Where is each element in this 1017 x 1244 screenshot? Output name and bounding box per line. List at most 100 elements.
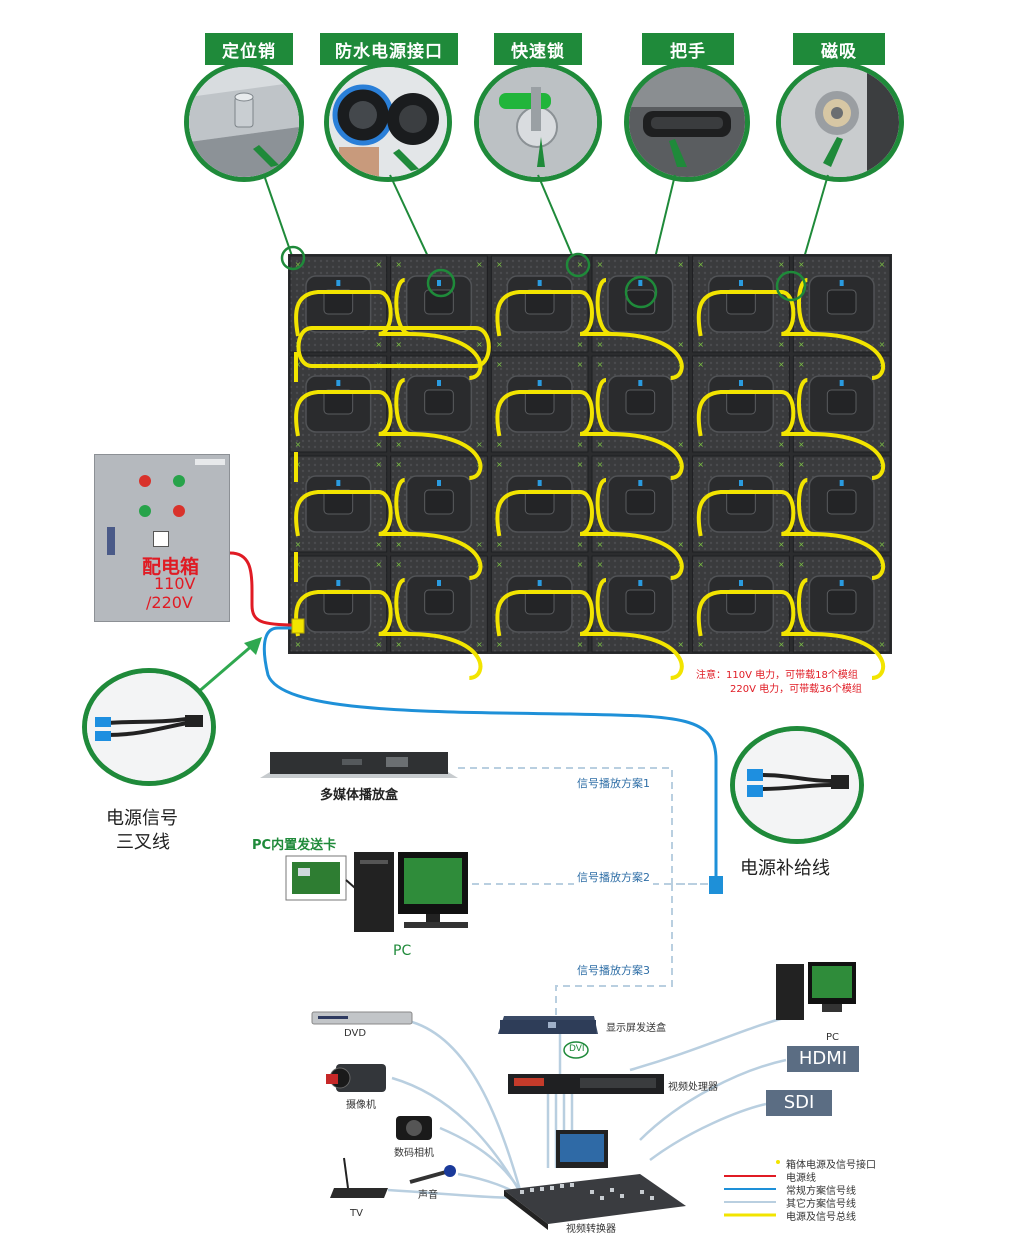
- waterproof-power-connector-icon: [324, 62, 452, 182]
- svg-text:×: ×: [597, 460, 604, 469]
- svg-text:×: ×: [577, 460, 584, 469]
- svg-text:×: ×: [375, 460, 382, 469]
- svg-text:×: ×: [697, 440, 704, 449]
- svg-text:×: ×: [798, 440, 805, 449]
- svg-text:×: ×: [375, 340, 382, 349]
- svg-text:×: ×: [597, 440, 604, 449]
- svg-text:×: ×: [798, 560, 805, 569]
- alt-signal-lines: [458, 767, 708, 1016]
- legend-swatches: [724, 1160, 780, 1217]
- svg-text:×: ×: [798, 540, 805, 549]
- svg-text:×: ×: [496, 640, 503, 649]
- locating-pin-icon: [184, 62, 304, 182]
- bus-segment: [495, 290, 684, 380]
- tv-box: [330, 1157, 388, 1198]
- media-player-label: 多媒体播放盒: [320, 788, 399, 803]
- svg-text:×: ×: [597, 540, 604, 549]
- led-module: × × × ×: [490, 255, 589, 353]
- audio-label: 声音: [418, 1190, 438, 1201]
- bus-segment: [696, 590, 886, 680]
- load-note-line-1: 注意：110V 电力，可带载18个模组: [696, 670, 858, 681]
- svg-text:×: ×: [476, 340, 483, 349]
- distribution-box-title: 配电箱: [142, 556, 200, 578]
- bus-segment: [797, 378, 814, 436]
- dvi-marker: [563, 1041, 589, 1059]
- legend-label: 电源及信号总线: [786, 1212, 856, 1223]
- svg-text:×: ×: [375, 560, 382, 569]
- svg-text:×: ×: [597, 640, 604, 649]
- svg-text:×: ×: [778, 460, 785, 469]
- bus-segment: [595, 278, 613, 336]
- power-signal-three-way-cable-icon: [82, 668, 216, 786]
- bus-segment: [394, 378, 412, 436]
- supply-connector: [709, 876, 723, 894]
- svg-text:×: ×: [677, 540, 684, 549]
- sdi-badge: SDI: [783, 1092, 815, 1113]
- legend-label: 常规方案信号线: [786, 1186, 856, 1197]
- svg-text:×: ×: [476, 440, 483, 449]
- svg-text:×: ×: [778, 560, 785, 569]
- svg-text:×: ×: [577, 340, 584, 349]
- svg-text:×: ×: [395, 260, 402, 269]
- svg-text:×: ×: [577, 260, 584, 269]
- legend-item-bus: 电源及信号总线: [786, 1208, 856, 1223]
- feature-tag-handle: 把手: [642, 33, 734, 65]
- video-processor-rack: [508, 1074, 664, 1094]
- led-module: ××××: [289, 555, 388, 653]
- bus-segment: [495, 390, 684, 480]
- bus-segment: [595, 578, 613, 636]
- bus-segment: [797, 578, 814, 636]
- signal-line-main: [262, 626, 718, 884]
- svg-text:×: ×: [597, 340, 604, 349]
- red-indicator-1: [139, 475, 151, 487]
- input-connector: [291, 618, 305, 634]
- svg-text:×: ×: [375, 540, 382, 549]
- three-way-cable-label-1: 电源信号: [106, 808, 178, 829]
- sdi-badge-bg: [766, 1090, 832, 1116]
- bus-segment: [595, 378, 613, 436]
- svg-text:×: ×: [798, 360, 805, 369]
- svg-text:×: ×: [798, 460, 805, 469]
- svg-text:×: ×: [496, 360, 503, 369]
- bus-segment: [394, 578, 412, 636]
- svg-text:×: ×: [778, 440, 785, 449]
- camcorder: [326, 1064, 386, 1092]
- led-module: ××××: [692, 255, 790, 353]
- led-module: ××××: [490, 455, 589, 553]
- bus-segment: [696, 290, 886, 380]
- svg-text:×: ×: [697, 260, 704, 269]
- svg-text:×: ×: [778, 360, 785, 369]
- svg-text:×: ×: [697, 340, 704, 349]
- bus-segment: [394, 278, 412, 336]
- camcorder-label: 摄像机: [346, 1100, 376, 1111]
- svg-text:×: ×: [697, 560, 704, 569]
- led-module: ××××: [792, 455, 891, 553]
- svg-text:×: ×: [496, 260, 503, 269]
- green-indicator-2: [139, 505, 151, 517]
- bus-segment: [696, 490, 886, 580]
- pc-label: PC: [393, 943, 412, 959]
- distribution-box-voltage-1: 110V: [154, 574, 196, 593]
- multimedia-player-box: [260, 752, 458, 778]
- tv-label: TV: [350, 1208, 363, 1219]
- svg-text:×: ×: [778, 540, 785, 549]
- dvd-player: [311, 1011, 413, 1025]
- bus-segment: [595, 478, 613, 536]
- plan-2-label: 信号播放方案2: [574, 869, 653, 885]
- legend-item-regular-signal: 常规方案信号线: [786, 1182, 856, 1197]
- svg-text:×: ×: [879, 640, 886, 649]
- svg-text:×: ×: [577, 560, 584, 569]
- svg-text:×: ×: [778, 340, 785, 349]
- led-module: ××××: [490, 555, 589, 653]
- svg-text:×: ×: [496, 460, 503, 469]
- svg-text:×: ×: [496, 440, 503, 449]
- svg-text:×: ×: [476, 640, 483, 649]
- svg-text:×: ×: [476, 540, 483, 549]
- green-indicator-1: [173, 475, 185, 487]
- power-supply-cable-icon: [730, 726, 864, 844]
- svg-text:×: ×: [697, 360, 704, 369]
- feature-tag-locating-pin: 定位销: [205, 33, 293, 65]
- svg-text:×: ×: [496, 340, 503, 349]
- legend-label: 其它方案信号线: [786, 1199, 856, 1210]
